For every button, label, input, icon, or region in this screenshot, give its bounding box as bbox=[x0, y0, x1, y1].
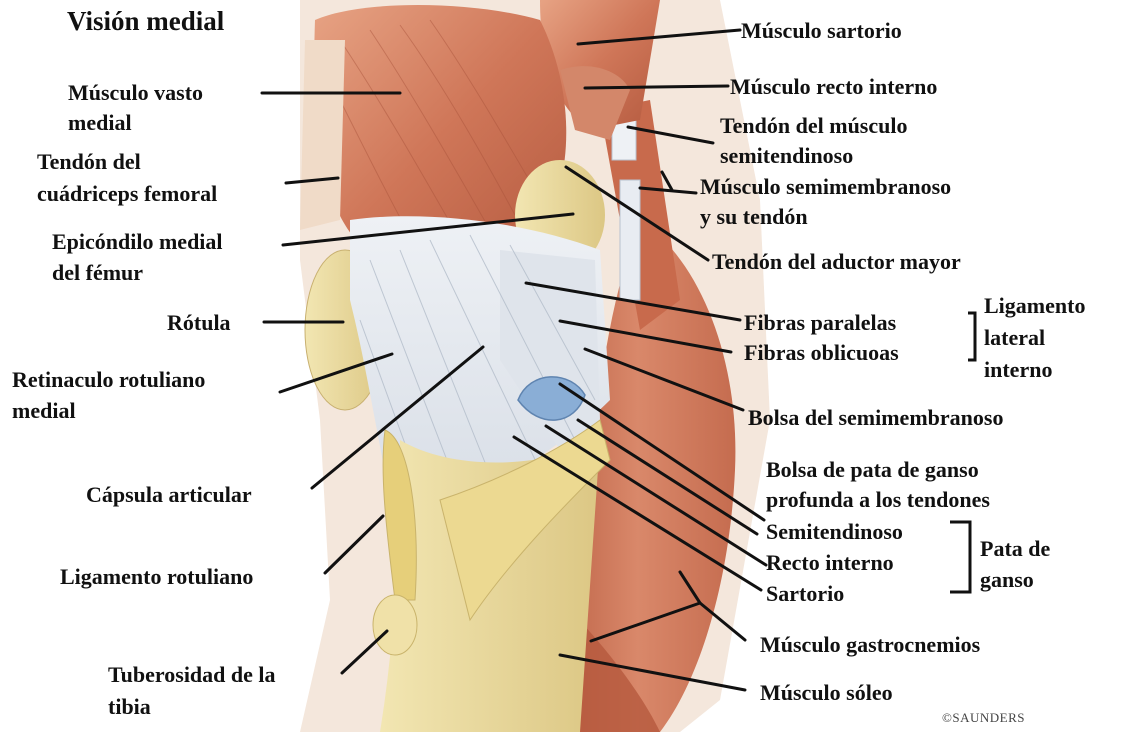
label-rotula: Rótula bbox=[167, 308, 231, 337]
label-epicondilo-line2: del fémur bbox=[52, 258, 143, 287]
label-pata-line2: ganso bbox=[980, 565, 1034, 594]
semimembranosus-tendon bbox=[620, 180, 640, 300]
label-cuadriceps-line1: Tendón del bbox=[37, 147, 141, 176]
copyright-credit: ©SAUNDERS bbox=[942, 710, 1025, 726]
quadriceps-tendon bbox=[300, 40, 345, 230]
tibial-tuberosity bbox=[373, 595, 417, 655]
label-epicondilo-line1: Epicóndilo medial bbox=[52, 227, 223, 256]
label-bolsa-pata-line2: profunda a los tendones bbox=[766, 485, 990, 514]
label-ligamento-line2: lateral bbox=[984, 323, 1045, 352]
label-sartorio-short: Sartorio bbox=[766, 579, 844, 608]
label-vasto-medial-line2: medial bbox=[68, 108, 132, 137]
label-recto-interno-short: Recto interno bbox=[766, 548, 894, 577]
label-bolsa-semimembranoso: Bolsa del semimembranoso bbox=[748, 403, 1003, 432]
label-tendon-aductor-mayor: Tendón del aductor mayor bbox=[712, 247, 961, 276]
label-musculo-gastrocnemios: Músculo gastrocnemios bbox=[760, 630, 980, 659]
label-musculo-soleo: Músculo sóleo bbox=[760, 678, 893, 707]
label-musculo-recto-interno: Músculo recto interno bbox=[730, 72, 937, 101]
label-ligamento-line1: Ligamento bbox=[984, 291, 1085, 320]
label-fibras-oblicuas: Fibras oblicuoas bbox=[744, 338, 899, 367]
label-bolsa-pata-line1: Bolsa de pata de ganso bbox=[766, 455, 979, 484]
label-semimembranoso-line2: y su tendón bbox=[700, 202, 808, 231]
label-tuberosidad-line1: Tuberosidad de la bbox=[108, 660, 276, 689]
label-semimembranoso-line1: Músculo semimembranoso bbox=[700, 172, 951, 201]
label-fibras-paralelas: Fibras paralelas bbox=[744, 308, 896, 337]
label-tuberosidad-line2: tibia bbox=[108, 692, 151, 721]
brackets bbox=[950, 313, 975, 592]
bracket-pata-ganso bbox=[950, 522, 970, 592]
figure-title: Visión medial bbox=[67, 5, 224, 37]
label-tendon-semitendinoso-line2: semitendinoso bbox=[720, 141, 853, 170]
label-retinaculo-line1: Retinaculo rotuliano bbox=[12, 365, 205, 394]
label-retinaculo-line2: medial bbox=[12, 396, 76, 425]
label-pata-line1: Pata de bbox=[980, 534, 1050, 563]
label-musculo-sartorio: Músculo sartorio bbox=[741, 16, 902, 45]
label-capsula-articular: Cápsula articular bbox=[86, 480, 252, 509]
label-tendon-semitendinoso-line1: Tendón del músculo bbox=[720, 111, 907, 140]
label-vasto-medial-line1: Músculo vasto bbox=[68, 78, 203, 107]
label-ligamento-line3: interno bbox=[984, 355, 1052, 384]
leader-recto-interno bbox=[585, 86, 728, 88]
label-semitendinoso: Semitendinoso bbox=[766, 517, 903, 546]
label-cuadriceps-line2: cuádriceps femoral bbox=[37, 179, 217, 208]
label-ligamento-rotuliano: Ligamento rotuliano bbox=[60, 562, 253, 591]
bracket-ligamento bbox=[968, 313, 975, 360]
